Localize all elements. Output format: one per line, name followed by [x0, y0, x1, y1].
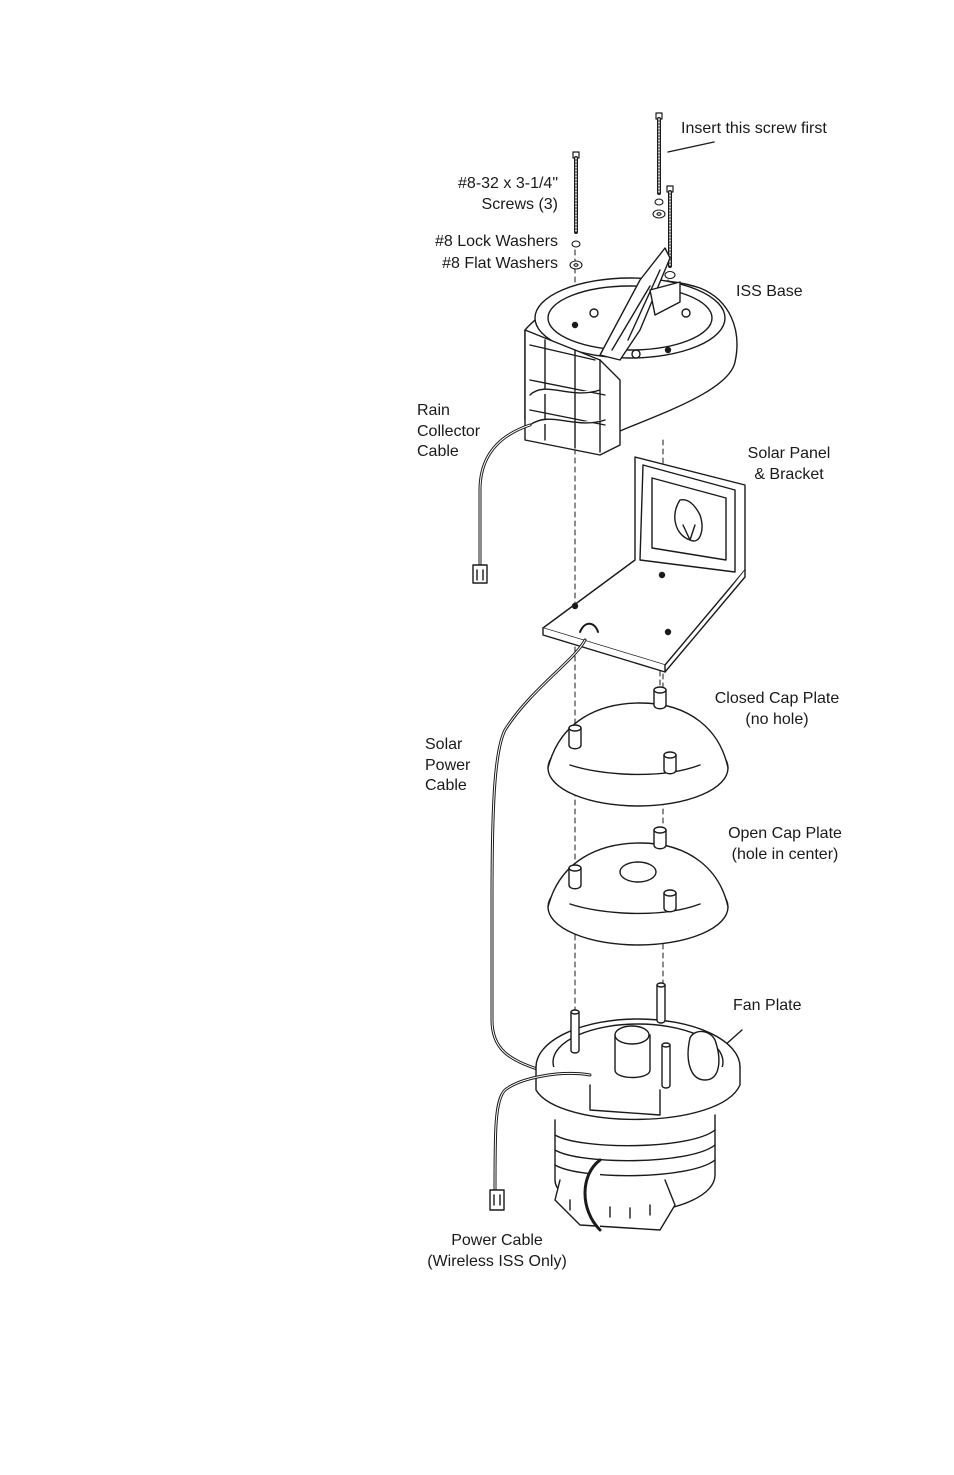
screw-right — [666, 185, 674, 268]
iss-base-drawing — [524, 247, 738, 456]
label-solar-cable-line-3: Cable — [425, 777, 467, 794]
label-iss-base: ISS Base — [736, 283, 803, 300]
label-screws: #8-32 x 3-1/4" Screws (3) — [398, 174, 558, 215]
label-closed-cap-line-1: Closed Cap Plate — [714, 690, 840, 707]
label-solar-panel-line-2: & Bracket — [754, 465, 824, 483]
label-power-cable: Power Cable (Wireless ISS Only) — [412, 1231, 582, 1272]
open-cap-drawing — [547, 826, 729, 946]
washers — [569, 198, 676, 280]
screw-first — [655, 112, 663, 195]
label-open-cap-line-2: (hole in center) — [731, 845, 839, 863]
label-solar-cable-line-1: Solar — [425, 736, 463, 753]
label-rain-collector-cable: Rain Collector Cable — [417, 401, 480, 463]
label-closed-cap-plate: Closed Cap Plate (no hole) — [702, 689, 852, 730]
label-power-cable-line-2: (Wireless ISS Only) — [427, 1252, 567, 1270]
label-closed-cap-line-2: (no hole) — [745, 710, 809, 728]
label-solar-panel: Solar Panel & Bracket — [729, 444, 849, 485]
label-rain-line-3: Cable — [417, 443, 459, 460]
label-rain-line-1: Rain — [417, 402, 450, 419]
label-flat-washers: #8 Flat Washers — [442, 255, 558, 272]
label-solar-power-cable: Solar Power Cable — [425, 735, 470, 797]
rain-cable-drawing — [472, 423, 532, 584]
label-solar-cable-line-2: Power — [425, 756, 471, 774]
label-power-cable-line-1: Power Cable — [451, 1232, 543, 1249]
closed-cap-drawing — [547, 686, 729, 807]
power-cable-drawing — [489, 1071, 592, 1211]
label-lock-washers: #8 Lock Washers — [434, 233, 558, 250]
label-insert-screw-first: Insert this screw first — [681, 120, 827, 137]
solar-panel-drawing — [542, 456, 746, 673]
fan-plate-drawing — [535, 982, 741, 1232]
label-solar-panel-line-1: Solar Panel — [747, 445, 831, 462]
label-screws-line-2: Screws (3) — [481, 195, 558, 213]
label-fan-plate: Fan Plate — [733, 997, 802, 1014]
label-open-cap-plate: Open Cap Plate (hole in center) — [710, 824, 860, 865]
label-rain-line-2: Collector — [417, 422, 481, 440]
label-open-cap-line-1: Open Cap Plate — [728, 825, 842, 842]
label-screws-line-1: #8-32 x 3-1/4" — [458, 175, 558, 192]
solar-cable-drawing — [490, 638, 602, 1087]
screw-left — [572, 151, 580, 234]
